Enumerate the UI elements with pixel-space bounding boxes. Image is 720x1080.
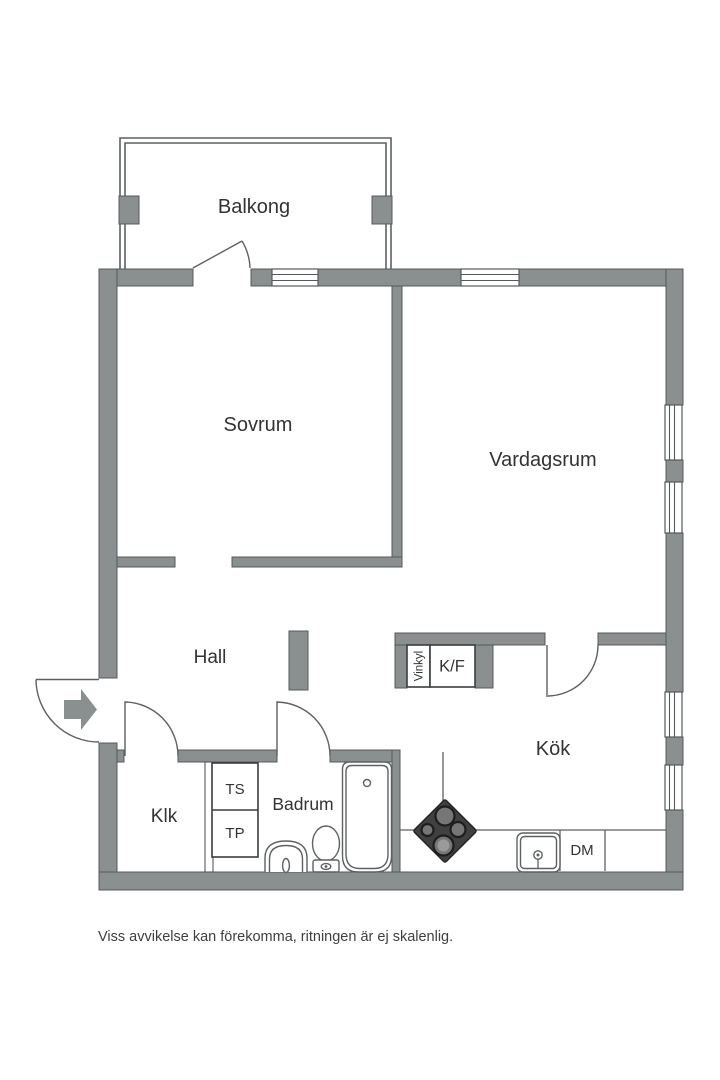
- appliance-label-kf: K/F: [439, 658, 465, 676]
- wall-segment: [665, 736, 684, 766]
- balcony-post-left: [118, 195, 140, 225]
- closet-door-swing-icon: [124, 701, 179, 757]
- room-label-hall: Hall: [194, 647, 227, 668]
- room-label-klk: Klk: [151, 806, 178, 827]
- wall-segment: [98, 871, 684, 891]
- stove-icon: [413, 799, 477, 863]
- disclaimer-text: Viss avvikelse kan förekomma, ritningen …: [98, 929, 453, 945]
- window-icon: [664, 481, 683, 534]
- window-icon: [460, 268, 520, 287]
- toilet-icon: [311, 825, 341, 873]
- wall-segment: [98, 742, 118, 891]
- wall-segment: [665, 459, 684, 483]
- wall-segment: [665, 268, 684, 406]
- window-icon: [664, 764, 683, 811]
- window-icon: [664, 691, 683, 738]
- exterior-walls: [98, 268, 684, 891]
- window-icon: [271, 268, 319, 287]
- wall-segment: [98, 268, 118, 679]
- wall-bathroom-kitchen-divider: [391, 749, 401, 873]
- wall-bathroom-top-stub: [116, 749, 125, 763]
- doors: [35, 240, 599, 757]
- wall-hall-pillar: [288, 630, 309, 691]
- wall-kitchen-top-left: [394, 632, 546, 646]
- appliance-label-dm: DM: [570, 842, 593, 859]
- wall-bathroom-top-right: [329, 749, 401, 763]
- balcony-post-right: [371, 195, 393, 225]
- bathroom-fixtures: [264, 761, 393, 874]
- balcony: [118, 137, 393, 269]
- kitchen-door-swing-icon: [546, 644, 599, 697]
- wall-segment: [250, 268, 273, 287]
- labels: Balkong Sovrum Vardagsrum Hall Kök Klk B…: [98, 196, 597, 945]
- fridge-freezer-box: [429, 644, 476, 688]
- appliance-label-vinkyl: Vinkyl: [414, 651, 426, 681]
- room-label-vardagsrum: Vardagsrum: [489, 449, 596, 471]
- bathtub-icon: [341, 761, 393, 873]
- wall-segment: [665, 532, 684, 693]
- wall-bedroom-bottom-left: [116, 556, 176, 568]
- appliance-nook: [406, 644, 476, 688]
- wall-kitchen-top-right: [597, 632, 667, 646]
- bathroom-sink-icon: [264, 840, 308, 874]
- kitchen-sink-icon: [516, 832, 561, 873]
- laundry-cabinets: [211, 762, 259, 858]
- wall-bathroom-top-mid: [177, 749, 278, 763]
- appliance-label-ts: TS: [225, 781, 244, 798]
- interior-walls: [116, 285, 667, 873]
- wall-appliance-nook-left: [394, 644, 408, 689]
- entrance-arrow-icon: [64, 689, 97, 730]
- wall-bedroom-bottom-right: [231, 556, 403, 568]
- wall-appliance-nook-right: [474, 644, 494, 689]
- bathroom-door-swing-icon: [276, 701, 331, 757]
- room-label-balkong: Balkong: [218, 196, 290, 218]
- window-icon: [664, 404, 683, 461]
- wall-segment: [518, 268, 684, 287]
- room-label-sovrum: Sovrum: [224, 414, 293, 436]
- windows: [271, 268, 683, 811]
- wall-segment: [317, 268, 462, 287]
- room-label-kok: Kök: [536, 738, 571, 760]
- entrance-door-swing-icon: [35, 678, 100, 743]
- balcony-door-swing-icon: [192, 240, 251, 269]
- appliance-label-tp: TP: [225, 825, 244, 842]
- room-label-badrum: Badrum: [272, 794, 333, 814]
- wall-bedroom-livingroom-divider: [391, 285, 403, 568]
